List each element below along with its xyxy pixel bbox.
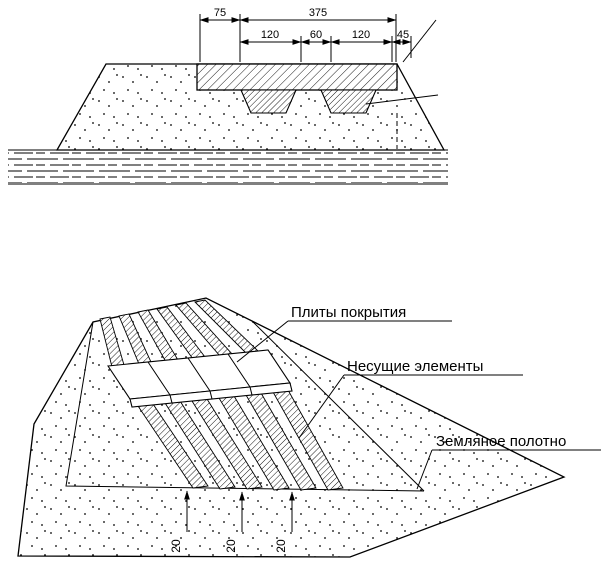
dim-20-b: 20 [224,539,238,553]
dim-45: 45 [397,29,409,41]
embankment-body [17,297,566,558]
label-cover-plates: Плиты покрытия [291,304,406,321]
cover-plates [107,349,293,408]
dimension-lines [199,17,412,45]
leader-lines-top [365,19,439,105]
callout-plates: Плиты покрытия [236,304,452,363]
callout-subgrade: Земляное полотно [416,433,601,490]
label-bearing-elements: Несущие элементы [347,358,483,375]
dim-20-a: 20 [169,539,183,553]
dim-60: 60 [310,29,322,41]
dim-120a: 120 [261,29,279,41]
callout-bearing: Несущие элементы [298,358,523,439]
extension-lines [199,14,412,62]
dim-75: 75 [214,7,226,19]
bearing-element-lower-ribs [137,389,344,491]
cross-section-view: 75 375 120 60 120 45 [8,7,448,185]
dim-20-c: 20 [274,539,288,553]
label-subgrade: Земляное полотно [436,433,566,450]
ground-layer [8,149,448,185]
dim-375: 375 [309,7,327,19]
pavement-slab-section [196,63,398,91]
dim-120b: 120 [352,29,370,41]
isometric-view: Плиты покрытия Несущие элементы Земляное… [17,297,601,558]
spacing-dimensions: 20 20 20 [169,490,295,553]
bearing-element-section [240,89,377,114]
